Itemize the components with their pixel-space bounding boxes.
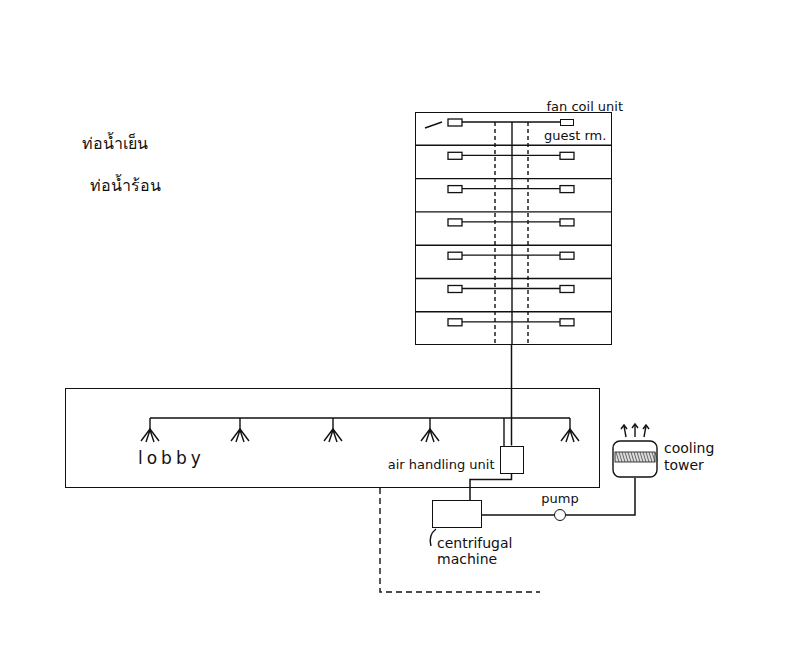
node-label: air handling unit bbox=[388, 458, 495, 473]
fan-coil-symbol bbox=[560, 252, 574, 259]
branch-pipe bbox=[462, 221, 560, 222]
duct-drop bbox=[332, 418, 333, 429]
diffuser-symbol bbox=[561, 429, 579, 442]
fan-coil-symbol bbox=[448, 186, 462, 193]
pipe-legend-text: ท่อน้ำร้อน bbox=[90, 176, 161, 195]
duct-drop bbox=[429, 418, 430, 429]
branch-pipe bbox=[462, 255, 560, 256]
branch-pipe bbox=[462, 155, 560, 156]
fan-coil-symbol bbox=[448, 319, 462, 326]
water-pipe bbox=[470, 474, 512, 501]
lobby-box: lobby air handling unit bbox=[65, 388, 600, 488]
node-label: cooling tower bbox=[664, 440, 724, 474]
node-label: pump bbox=[541, 492, 578, 507]
water-pipe bbox=[482, 514, 554, 516]
node-label: fan coil unit bbox=[547, 100, 624, 115]
diffuser-symbol bbox=[141, 429, 159, 442]
fan-coil-symbol bbox=[448, 152, 462, 159]
air-handling-unit: air handling unit bbox=[500, 446, 524, 474]
fan-coil-symbol bbox=[448, 252, 462, 259]
pipe-legend-text: ท่อน้ำเย็น bbox=[82, 134, 148, 153]
fan-coil-symbol bbox=[560, 286, 574, 293]
centrifugal-machine: centrifugal machine bbox=[432, 500, 482, 528]
fan-coil-symbol bbox=[448, 219, 462, 226]
guest-tower: guest rm. fan coil unit bbox=[415, 112, 612, 345]
branch-pipe bbox=[462, 288, 560, 289]
diffuser-symbol bbox=[421, 429, 439, 442]
diffuser-symbol bbox=[231, 429, 249, 442]
branch-pipe bbox=[462, 321, 560, 322]
node-label: guest rm. bbox=[544, 129, 606, 144]
fan-coil-symbol bbox=[448, 119, 462, 126]
pump-symbol: pump bbox=[554, 509, 566, 521]
duct-drop bbox=[569, 418, 570, 429]
duct-drop bbox=[149, 418, 150, 429]
fan-coil-symbol bbox=[560, 186, 574, 193]
node-label: lobby bbox=[138, 449, 205, 469]
fan-coil-symbol bbox=[560, 152, 574, 159]
branch-pipe bbox=[462, 121, 560, 122]
cooling-tower: cooling tower bbox=[612, 440, 658, 478]
fan-coil-symbol bbox=[560, 219, 574, 226]
cooling-tower-shape bbox=[612, 440, 658, 478]
duct-drop bbox=[239, 418, 240, 429]
water-pipe bbox=[511, 345, 513, 446]
fan-coil-symbol bbox=[560, 319, 574, 326]
node-label: centrifugal machine bbox=[437, 535, 527, 567]
diffuser-symbol bbox=[324, 429, 342, 442]
fan-coil-unit: fan coil unit bbox=[560, 119, 574, 126]
branch-pipe bbox=[462, 188, 560, 189]
fan-coil-symbol bbox=[448, 286, 462, 293]
